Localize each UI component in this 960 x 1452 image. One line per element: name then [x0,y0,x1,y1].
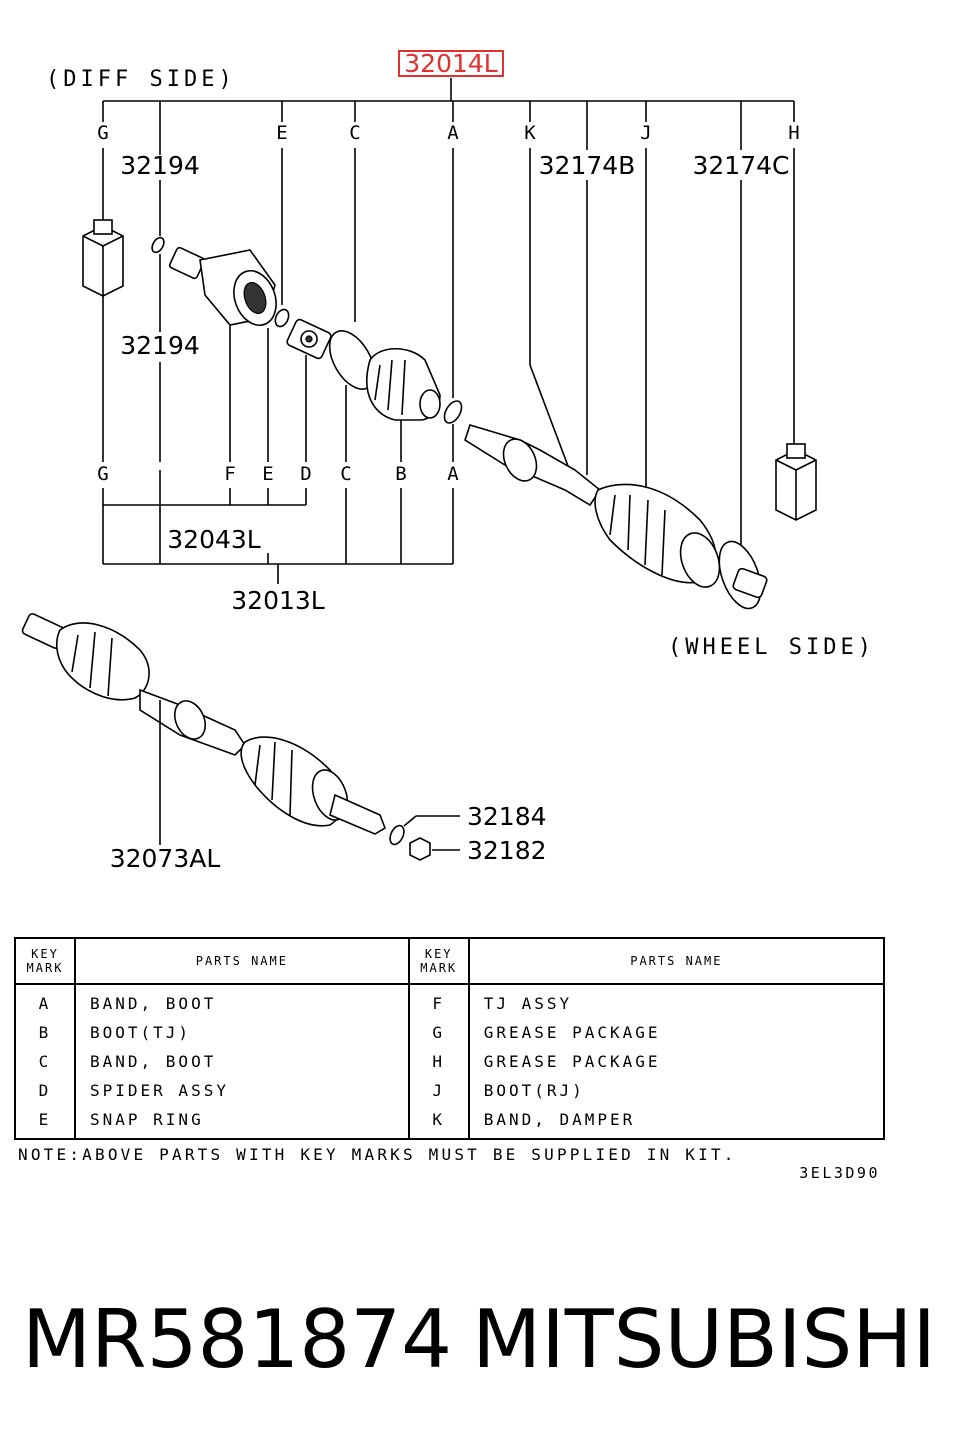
drive-shaft-complete [21,613,386,845]
parts-table: KEY MARK PARTS NAME KEY MARK PARTS NAME … [14,937,886,1140]
bottom-mark-c: C [340,463,351,485]
label-backdrop-32043L [163,524,265,552]
top-mark-e: E [276,122,287,144]
header-key-mark-right: KEY MARK [407,937,470,985]
washer-32184 [389,824,405,846]
grease-package-g [82,219,124,297]
nut-32182 [409,837,431,861]
key-mark: F [407,984,470,1018]
grease-package-h [775,443,817,521]
part-number-32194-upper[interactable]: 32194 [120,151,200,180]
tj-housing [168,246,277,326]
top-mark-c: C [349,122,360,144]
highlight-box [398,50,504,77]
part-number-32043L[interactable]: 32043L [167,525,261,554]
key-mark: C [14,1047,76,1076]
exploded-parts-diagram: (DIFF SIDE) (WHEEL SIDE) 32014L G E C A … [21,49,875,873]
upper-leader-lines [102,148,795,548]
key-mark: D [14,1076,76,1105]
top-mark-g: G [97,122,108,144]
band-boot-a [443,400,463,424]
spider-assy [286,318,332,360]
diff-side-label: (DIFF SIDE) [46,67,236,92]
snap-ring-e [274,308,290,328]
part-number-32184[interactable]: 32184 [467,802,547,831]
figure-code: 3EL3D90 [799,1164,880,1182]
washer-nut-leaders [403,815,460,851]
part-name: TJ ASSY [467,984,886,1018]
part-number-caption: MR581874 [22,1293,452,1386]
bottom-bracket [102,470,454,584]
table-row: C BAND, BOOT H GREASE PACKAGE [14,1047,886,1076]
top-mark-h: H [788,122,799,144]
part-name: BAND, BOOT [74,984,410,1018]
key-mark: B [14,1018,76,1047]
key-mark: G [407,1018,470,1047]
header-parts-name-right: PARTS NAME [467,937,886,985]
bottom-mark-a: A [447,463,459,485]
bottom-mark-d: D [300,463,311,485]
bottom-mark-b: B [395,463,406,485]
key-mark: K [407,1105,470,1140]
shaft-assembly [464,424,768,610]
table-row: E SNAP RING K BAND, DAMPER [14,1105,886,1140]
key-mark: J [407,1076,470,1105]
part-number-32174B[interactable]: 32174B [539,151,636,180]
part-name: BAND, DAMPER [467,1105,886,1140]
part-number-32182[interactable]: 32182 [467,836,547,865]
part-number-32013L[interactable]: 32013L [231,586,325,615]
top-mark-a: A [447,122,459,144]
lower-leader-lines [229,325,454,462]
top-bracket [102,78,795,155]
footer-caption: MR581874 MITSUBISHI [22,1290,942,1390]
table-row: B BOOT(TJ) G GREASE PACKAGE [14,1018,886,1047]
header-parts-name-left: PARTS NAME [74,937,410,985]
key-mark: E [14,1105,76,1140]
part-number-32174C[interactable]: 32174C [693,151,790,180]
wheel-side-label: (WHEEL SIDE) [668,635,875,660]
top-mark-j: J [640,122,651,144]
table-header-row: KEY MARK PARTS NAME KEY MARK PARTS NAME [14,937,886,985]
part-name: SNAP RING [74,1105,410,1140]
boot-tj [366,348,441,421]
part-name: GREASE PACKAGE [467,1047,886,1076]
kit-note: NOTE:ABOVE PARTS WITH KEY MARKS MUST BE … [18,1145,737,1164]
table-row: A BAND, BOOT F TJ ASSY [14,984,886,1018]
part-name: BOOT(TJ) [74,1018,410,1047]
part-name: BOOT(RJ) [467,1076,886,1105]
part-name: GREASE PACKAGE [467,1018,886,1047]
top-mark-k: K [524,122,536,144]
circlip-32194 [151,236,165,254]
key-mark: H [407,1047,470,1076]
part-number-32194-lower[interactable]: 32194 [120,331,200,360]
part-name: SPIDER ASSY [74,1076,410,1105]
part-number-32073AL[interactable]: 32073AL [110,844,221,873]
bottom-mark-e: E [262,463,273,485]
assembly-number-32014L[interactable]: 32014L [404,49,498,78]
header-key-mark-left: KEY MARK [14,937,76,985]
bottom-mark-f: F [224,463,235,485]
brand-caption: MITSUBISHI [472,1293,936,1386]
key-mark: A [14,984,76,1018]
bottom-mark-g: G [97,463,108,485]
part-name: BAND, BOOT [74,1047,410,1076]
table-row: D SPIDER ASSY J BOOT(RJ) [14,1076,886,1105]
